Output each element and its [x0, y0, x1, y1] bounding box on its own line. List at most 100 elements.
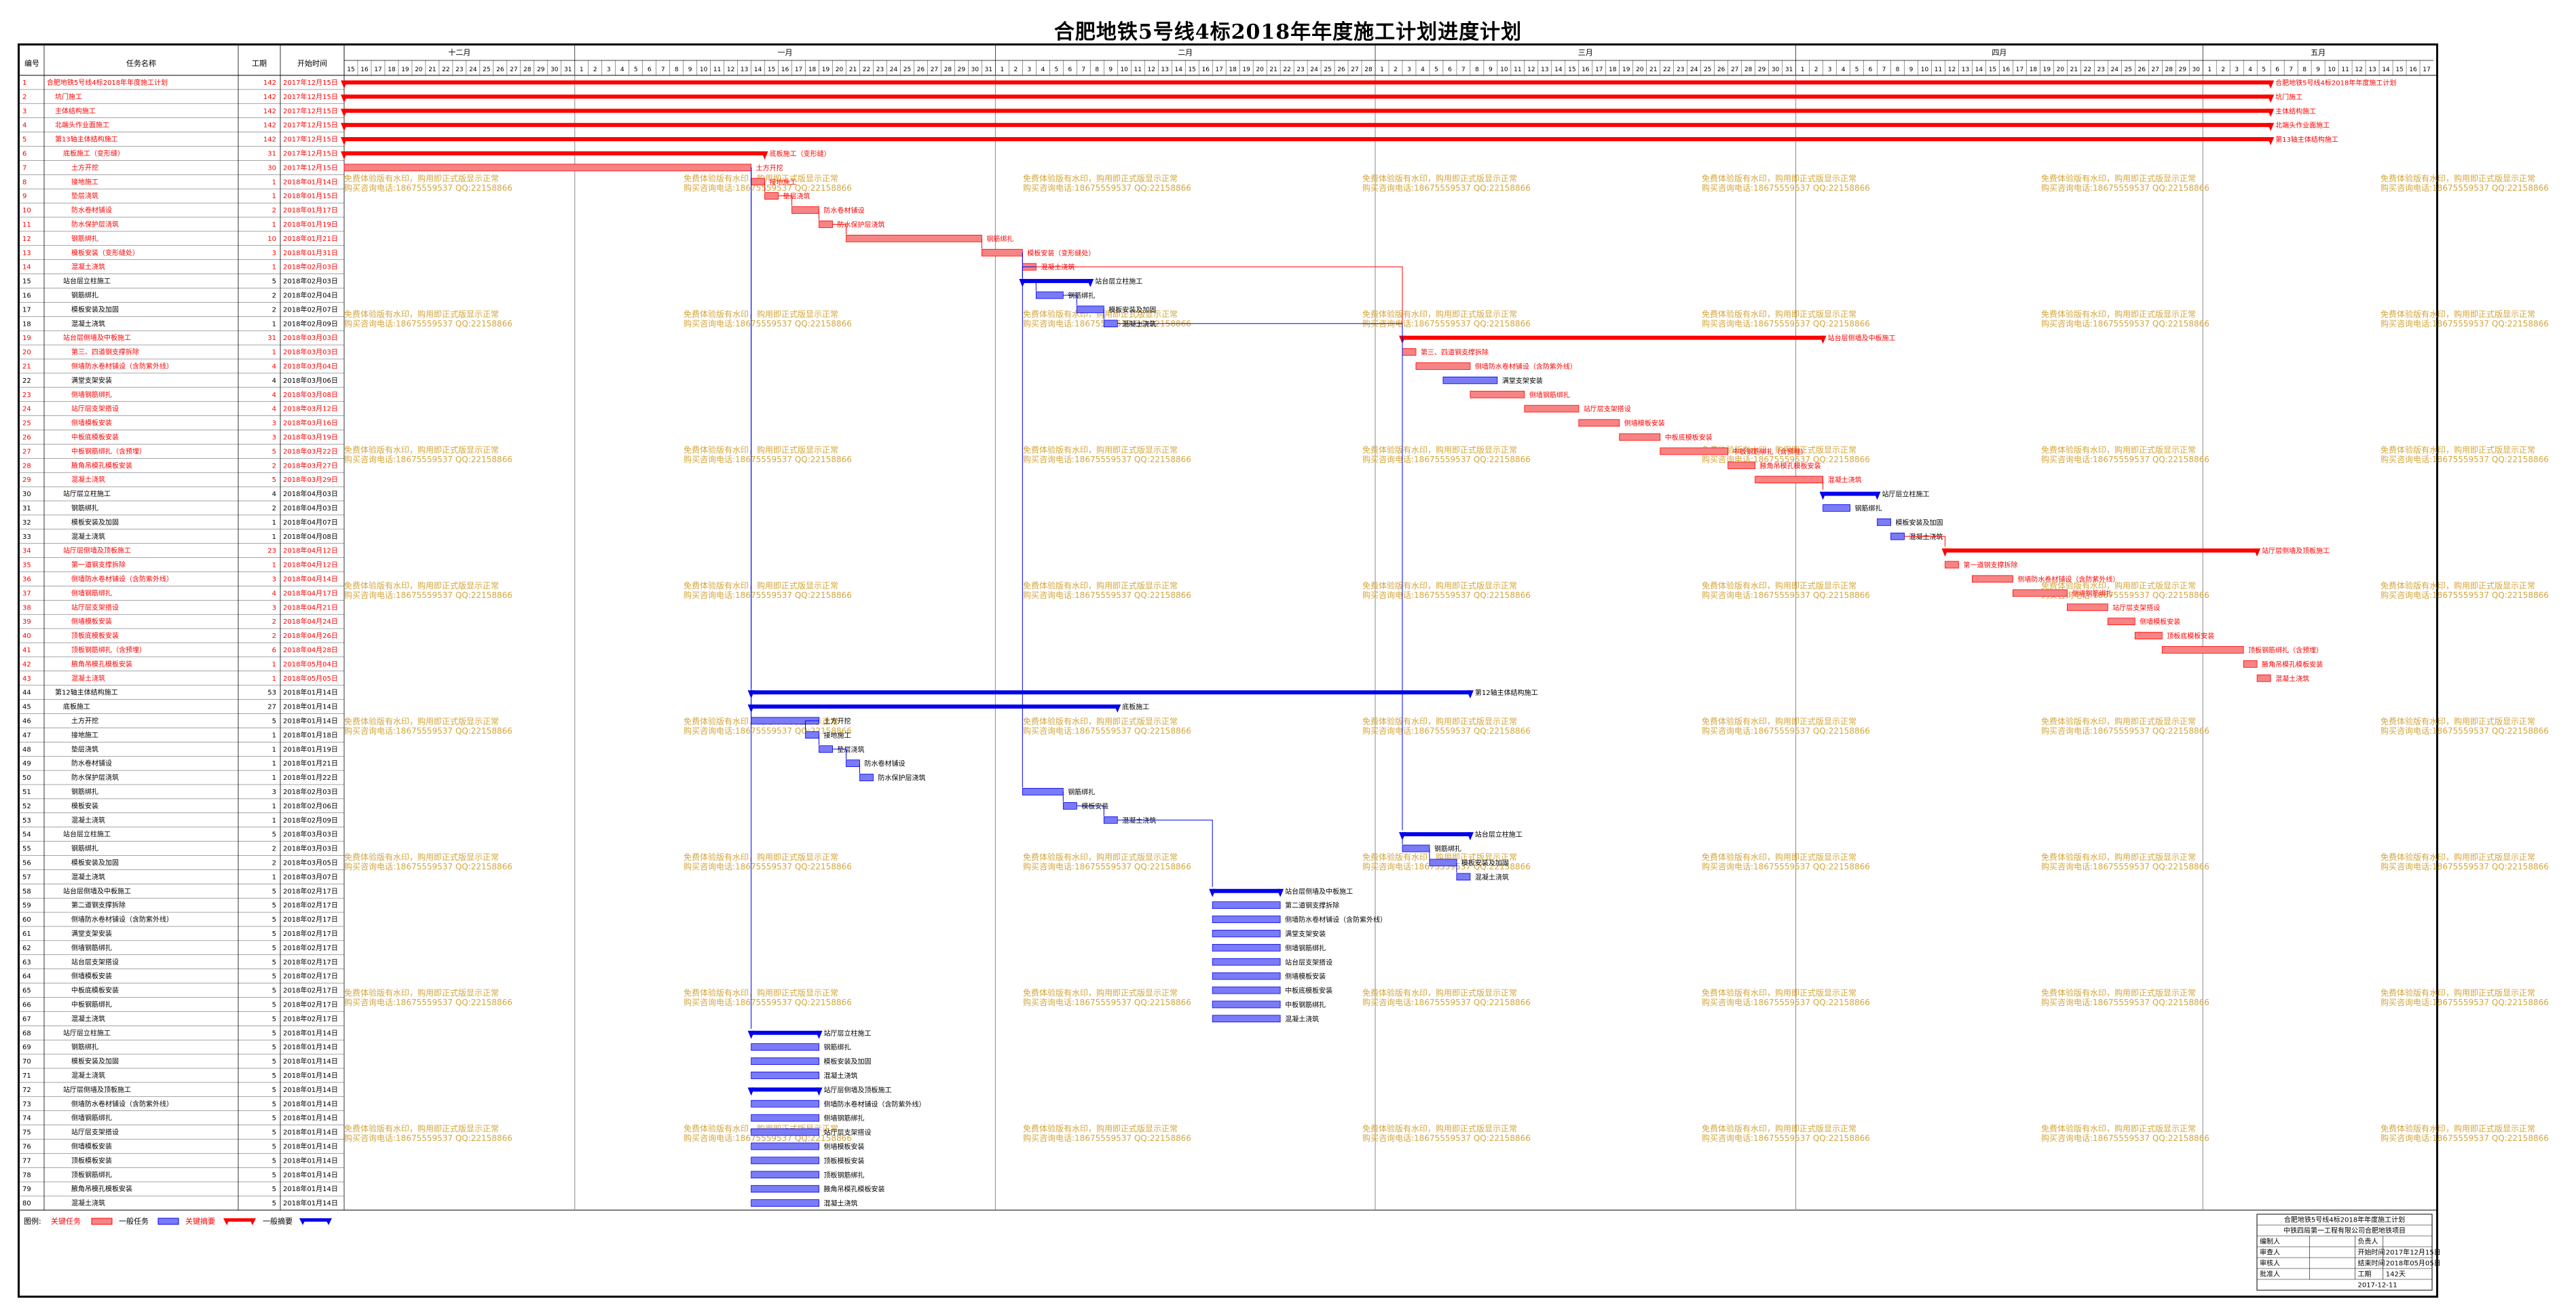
- task-start: 2017年12月15日: [283, 107, 338, 115]
- task-bar: [1212, 943, 1281, 952]
- task-name: 站台层支架搭设: [71, 958, 119, 966]
- task-start: 2018年04月12日: [283, 546, 338, 555]
- task-name: 满堂支架安装: [71, 929, 112, 938]
- month-label: 三月: [1578, 48, 1593, 57]
- task-duration: 5: [272, 1157, 276, 1165]
- column-header-duration: 工期: [252, 59, 267, 68]
- task-duration: 1: [272, 264, 276, 271]
- task-id: 72: [22, 1087, 31, 1094]
- dependency-line: [1077, 805, 1104, 816]
- task-duration: 5: [272, 1171, 276, 1179]
- bar-label: 接地施工: [770, 178, 797, 187]
- bar-label: 腋角吊模孔模板安装: [2262, 660, 2323, 669]
- legend-normal-task-swatch: [157, 1218, 179, 1225]
- day-label: 30: [2192, 67, 2201, 73]
- day-label: 25: [903, 67, 911, 73]
- watermark-text: 购买咨询电话:18675559537 QQ:22158866: [1702, 183, 1870, 193]
- task-bar: [1402, 348, 1417, 356]
- day-label: 17: [1595, 67, 1603, 73]
- day-label: 20: [1636, 67, 1644, 73]
- day-label: 25: [1324, 67, 1331, 73]
- summary-start-marker: [341, 151, 348, 159]
- bar-label: 第12轴主体结构施工: [1475, 688, 1538, 697]
- watermark-text: 购买咨询电话:18675559537 QQ:22158866: [1702, 1133, 1870, 1143]
- task-id: 57: [22, 873, 31, 881]
- task-start: 2018年04月28日: [283, 645, 338, 654]
- day-label: 9: [1489, 67, 1493, 73]
- month-label: 四月: [1992, 48, 2006, 57]
- day-label: 13: [1541, 67, 1548, 73]
- task-id: 54: [22, 831, 31, 839]
- info-box-cell: 结束时间: [2357, 1259, 2385, 1268]
- task-duration: 5: [272, 717, 276, 725]
- day-label: 4: [1842, 67, 1846, 73]
- day-label: 21: [849, 67, 857, 73]
- day-label: 17: [374, 67, 381, 73]
- summary-bar: [344, 109, 2271, 113]
- task-id: 49: [22, 760, 31, 768]
- summary-end-marker: [815, 1087, 823, 1096]
- legend-label: 关键摘要: [185, 1216, 215, 1226]
- task-duration: 4: [272, 491, 276, 498]
- bar-label: 混凝土浇筑: [824, 1071, 858, 1080]
- summary-start-marker: [1209, 888, 1216, 897]
- task-duration: 10: [267, 236, 276, 243]
- watermark-text: 购买咨询电话:18675559537 QQ:22158866: [1023, 183, 1191, 193]
- task-start: 2018年02月17日: [283, 943, 338, 952]
- task-name: 侧墙模板安装: [71, 972, 112, 981]
- task-bar: [1619, 433, 1661, 441]
- day-label: 6: [2275, 67, 2279, 73]
- bar-label: 北端头作业面施工: [2275, 121, 2330, 130]
- bar-label: 顶板底模板安装: [2167, 632, 2214, 641]
- task-start: 2018年03月16日: [283, 419, 338, 428]
- watermark-text: 免费体验版有水印，购用即正式版显示正常: [1362, 852, 1517, 862]
- watermark-text: 购买咨询电话:18675559537 QQ:22158866: [2381, 318, 2549, 328]
- task-start: 2017年12月15日: [283, 78, 338, 87]
- bar-label: 防水保护层浇筑: [838, 220, 885, 229]
- watermark-text: 购买咨询电话:18675559537 QQ:22158866: [2381, 590, 2549, 600]
- task-start: 2018年03月08日: [283, 390, 338, 399]
- task-name: 站厅层侧墙及顶板施工: [63, 546, 131, 555]
- day-label: 9: [1909, 67, 1914, 73]
- bar-label: 混凝土浇筑: [824, 1199, 858, 1208]
- task-id: 44: [22, 690, 31, 697]
- task-start: 2018年02月17日: [283, 886, 338, 895]
- watermark-text: 免费体验版有水印，购用即正式版显示正常: [1702, 445, 1856, 455]
- task-duration: 5: [272, 902, 276, 909]
- task-id: 40: [22, 633, 31, 640]
- day-label: 19: [822, 67, 830, 73]
- task-duration: 5: [272, 988, 276, 995]
- task-bar: [846, 234, 982, 242]
- task-start: 2018年02月17日: [283, 958, 338, 966]
- task-bar: [1660, 447, 1729, 455]
- task-duration: 53: [267, 690, 276, 697]
- watermark-text: 免费体验版有水印，购用即正式版显示正常: [344, 445, 499, 455]
- day-label: 18: [808, 67, 817, 73]
- task-name: 第12轴主体结构施工: [55, 688, 118, 697]
- task-start: 2018年01月14日: [283, 1199, 338, 1207]
- task-name: 顶板钢筋绑扎（含预埋）: [71, 645, 146, 654]
- watermark-text: 免费体验版有水印，购用即正式版显示正常: [2381, 716, 2535, 726]
- day-label: 24: [469, 67, 477, 73]
- watermark-text: 免费体验版有水印，购用即正式版显示正常: [2381, 309, 2535, 319]
- day-label: 16: [2002, 67, 2011, 73]
- bar-label: 接地施工: [824, 731, 851, 740]
- watermark-text: 购买咨询电话:18675559537 QQ:22158866: [2041, 183, 2209, 193]
- summary-end-marker: [2267, 137, 2275, 146]
- day-label: 3: [1828, 67, 1832, 73]
- task-name: 侧墙钢筋绑扎: [71, 943, 112, 952]
- watermark-text: 免费体验版有水印，购用即正式版显示正常: [1362, 988, 1517, 998]
- task-start: 2018年02月17日: [283, 986, 338, 995]
- day-label: 26: [496, 67, 504, 73]
- task-duration: 5: [272, 1030, 276, 1037]
- summary-bar: [1823, 491, 1878, 496]
- day-label: 10: [1121, 67, 1129, 73]
- watermark-text: 免费体验版有水印，购用即正式版显示正常: [2381, 173, 2535, 183]
- task-start: 2018年03月19日: [283, 432, 338, 441]
- task-name: 合肥地铁5号线4标2018年年度施工计划: [47, 78, 168, 87]
